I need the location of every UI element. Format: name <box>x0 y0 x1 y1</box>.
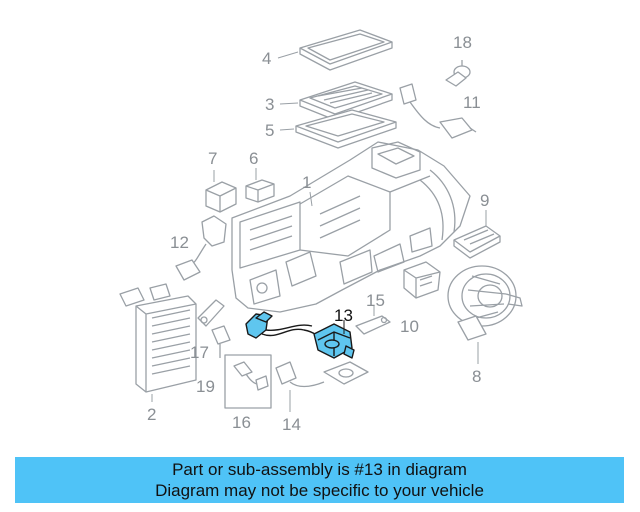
label-6: 6 <box>249 149 258 168</box>
label-3: 3 <box>265 95 274 114</box>
label-7: 7 <box>208 149 217 168</box>
leader-3 <box>279 102 299 105</box>
part-9-component <box>453 225 501 259</box>
part-14-actuator <box>275 361 369 388</box>
label-10: 10 <box>400 317 419 336</box>
banner-line-2: Diagram may not be specific to your vehi… <box>155 481 484 500</box>
part-16-kit <box>224 354 272 409</box>
label-11: 11 <box>463 93 481 112</box>
part-18-sensor <box>445 60 471 87</box>
part-8-blower-motor <box>447 265 523 341</box>
part-7-component <box>205 181 237 213</box>
leader-4 <box>277 51 299 59</box>
part-12-sensor <box>175 215 227 281</box>
banner-line-1: Part or sub-assembly is #13 in diagram <box>172 460 467 479</box>
label-18: 18 <box>453 33 472 52</box>
label-5: 5 <box>265 121 274 140</box>
part-13-highlighted-actuator[interactable] <box>245 311 355 359</box>
leader-1 <box>309 191 313 207</box>
label-12: 12 <box>170 233 189 252</box>
label-2: 2 <box>147 405 156 424</box>
part-6-component <box>245 179 275 203</box>
part-4-filter <box>299 29 393 71</box>
label-16: 16 <box>232 413 251 432</box>
label-14: 14 <box>282 415 301 434</box>
label-9: 9 <box>480 191 489 210</box>
label-4: 4 <box>262 49 271 68</box>
part-1-housing <box>231 141 471 313</box>
label-1: 1 <box>302 173 311 192</box>
part-11-actuator <box>399 83 477 139</box>
label-13: 13 <box>334 306 353 325</box>
label-19: 19 <box>196 377 215 396</box>
label-15: 15 <box>366 291 385 310</box>
part-2-heater-core <box>119 283 197 393</box>
label-8: 8 <box>472 367 481 386</box>
part-19-component <box>211 325 231 358</box>
part-5-frame <box>295 109 397 149</box>
info-banner: Part or sub-assembly is #13 in diagram D… <box>15 457 624 503</box>
part-15-component <box>355 315 391 335</box>
leader-5 <box>279 128 295 131</box>
parts-diagram: 4 3 5 18 11 7 6 <box>119 29 523 434</box>
part-17-component <box>197 299 225 327</box>
part-10-resistor <box>403 261 441 299</box>
label-17: 17 <box>190 343 209 362</box>
